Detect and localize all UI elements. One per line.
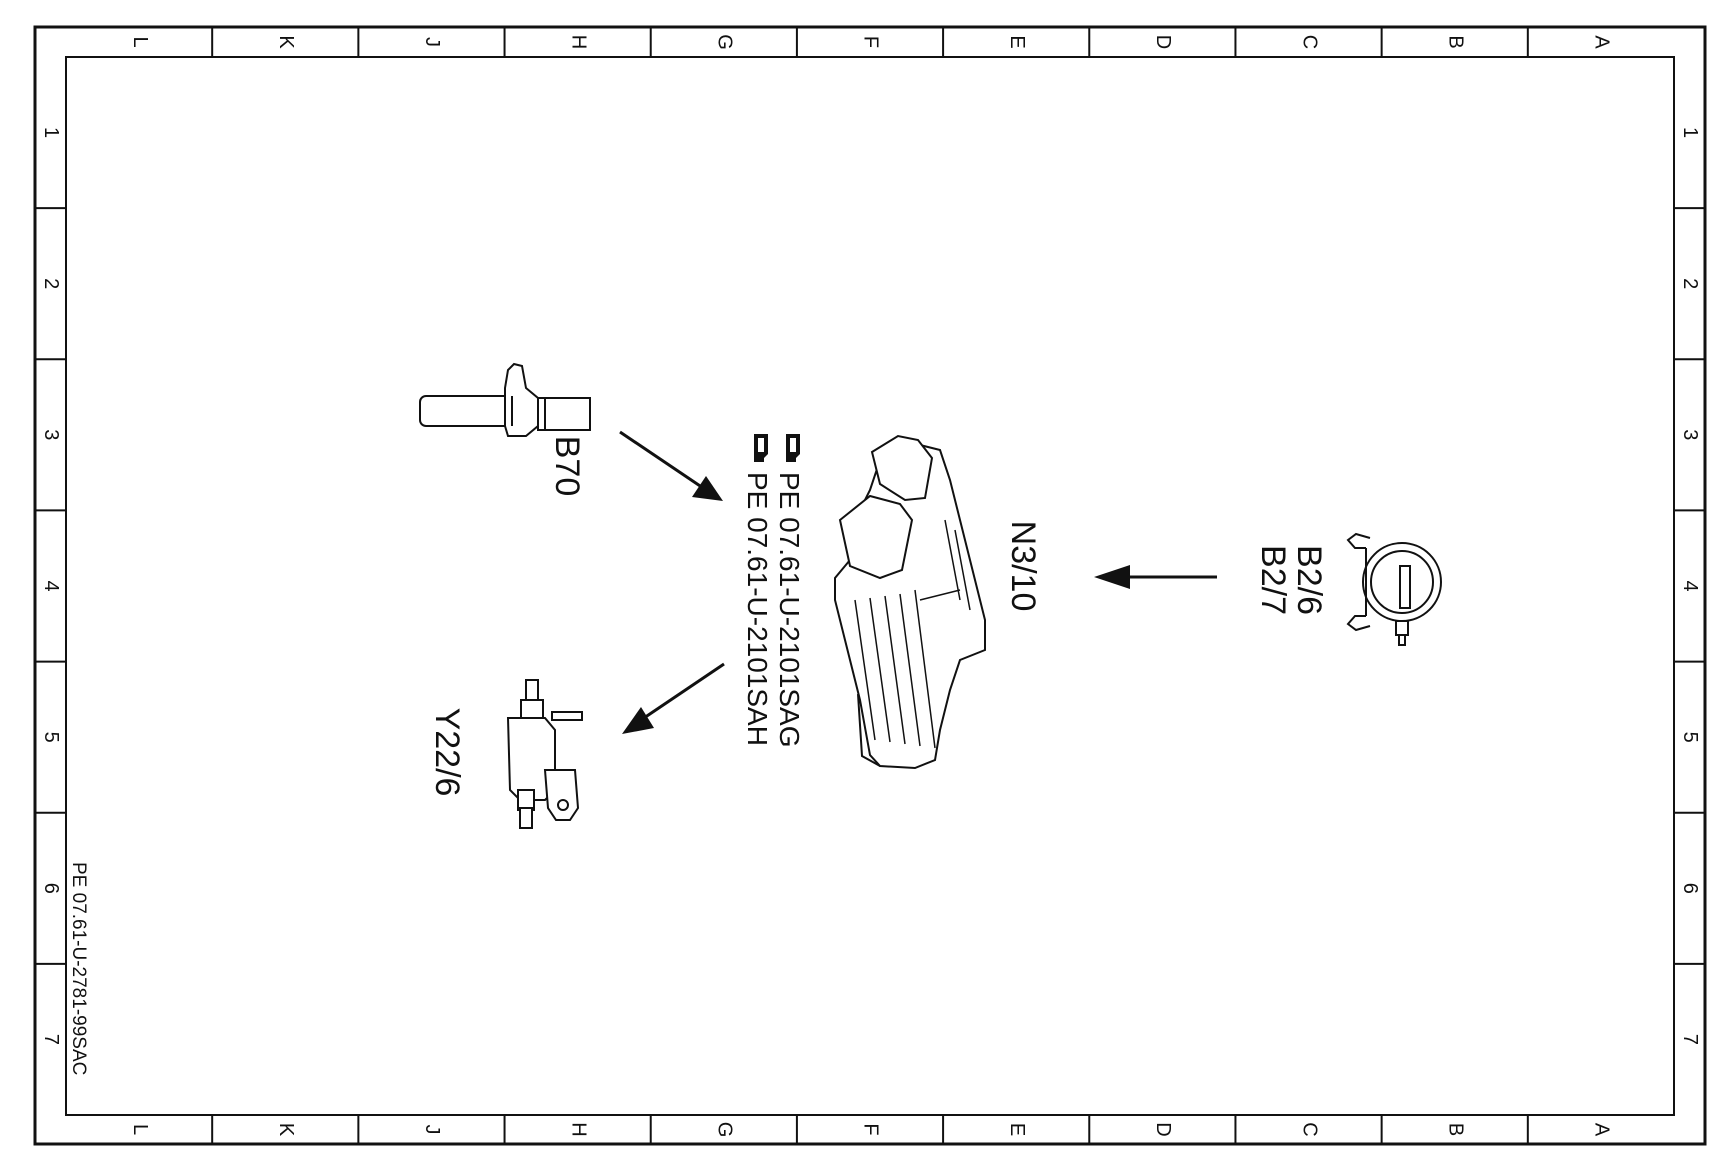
column-label-bottom: G [714, 1122, 736, 1138]
label-b2-7: B2/7 [1254, 545, 1292, 615]
column-label-bottom: K [275, 1123, 297, 1137]
row-label-right: 5 [1679, 732, 1701, 743]
outer-frame [33, 25, 1707, 1146]
row-label-right: 7 [1679, 1034, 1701, 1045]
reference-pe-2101sag: PE 07.61-U-2101SAG [774, 472, 805, 748]
arrow-b70-to-n3-10 [619, 430, 713, 496]
reference-hand-icon-1 [786, 434, 800, 462]
column-label-top: A [1591, 35, 1613, 49]
row-label-right: 1 [1679, 127, 1701, 138]
grid-labels: L L K K J J H H G G F F E E D D C C B B A A 1 1 2 2 3 3 4 4 5 5 6 6 7 7 [40, 34, 1701, 1137]
row-label-left: 3 [40, 429, 62, 440]
column-label-bottom: L [129, 1124, 151, 1135]
inner-frame [65, 56, 1675, 1116]
ecu-n3-10-drawing [834, 434, 986, 770]
arrow-n3-10-to-y22-6 [637, 662, 725, 724]
column-label-bottom: A [1591, 1123, 1613, 1137]
column-label-bottom: B [1444, 1123, 1466, 1136]
label-b2-6: B2/6 [1290, 545, 1328, 615]
row-label-left: 6 [40, 883, 62, 894]
row-label-right: 3 [1679, 429, 1701, 440]
row-label-left: 7 [40, 1034, 62, 1045]
column-label-bottom: J [421, 1125, 443, 1135]
column-label-bottom: E [1006, 1123, 1028, 1136]
column-label-top: F [860, 36, 882, 48]
sensor-b2-drawing [1346, 532, 1442, 646]
row-label-left: 5 [40, 732, 62, 743]
reference-hand-icon-2 [754, 434, 768, 462]
grid-ticks [35, 27, 1705, 1144]
valve-y22-6-drawing [506, 679, 583, 829]
column-label-bottom: D [1152, 1122, 1174, 1136]
column-label-top: B [1444, 35, 1466, 48]
column-label-top: D [1152, 35, 1174, 49]
label-n3-10: N3/10 [1004, 521, 1042, 612]
column-label-top: H [567, 35, 589, 49]
column-label-bottom: H [567, 1122, 589, 1136]
column-label-top: J [421, 37, 443, 47]
column-label-top: L [129, 36, 151, 47]
arrowhead-y22-6 [622, 707, 654, 734]
row-label-left: 2 [40, 278, 62, 289]
column-label-bottom: C [1298, 1122, 1320, 1136]
arrowhead-b2 [1094, 565, 1130, 589]
row-label-left: 4 [40, 580, 62, 591]
column-label-top: E [1006, 35, 1028, 48]
column-label-top: C [1298, 35, 1320, 49]
reference-pe-2101sah: PE 07.61-U-2101SAH [742, 472, 773, 746]
row-label-left: 1 [40, 127, 62, 138]
column-label-bottom: F [860, 1123, 882, 1135]
row-label-right: 2 [1679, 278, 1701, 289]
sensor-b70-drawing [419, 362, 591, 437]
column-label-top: G [714, 34, 736, 50]
row-label-right: 6 [1679, 883, 1701, 894]
column-label-top: K [275, 35, 297, 49]
label-y22-6: Y22/6 [428, 708, 466, 797]
arrowhead-b70 [692, 476, 723, 501]
document-id: PE 07.61-U-2781-99SAC [68, 862, 89, 1075]
row-label-right: 4 [1679, 580, 1701, 591]
label-b70: B70 [548, 436, 586, 497]
signal-arrows [619, 430, 1217, 734]
